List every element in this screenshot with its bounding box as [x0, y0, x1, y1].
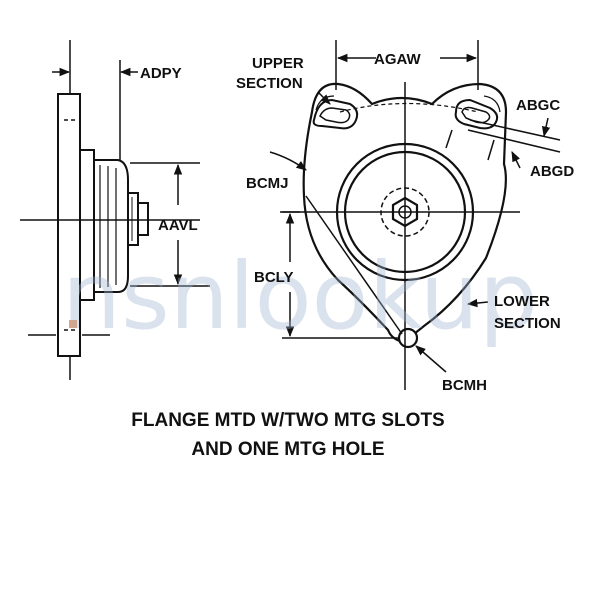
label-agaw: AGAW [374, 51, 422, 68]
label-bcly: BCLY [254, 269, 293, 286]
lower-section-leader [466, 298, 489, 308]
label-bcmh: BCMH [442, 377, 487, 394]
caption-line-2: AND ONE MTG HOLE [191, 439, 384, 460]
abgc-arrow [541, 117, 551, 138]
label-aavl: AAVL [158, 217, 198, 234]
bcmj-diagonal [305, 195, 403, 335]
abgd-arrow [511, 151, 521, 169]
label-adpy: ADPY [140, 65, 182, 82]
side-housing [93, 159, 129, 293]
side-view [57, 93, 149, 357]
side-hub [127, 192, 139, 246]
caption-line-1: FLANGE MTD W/TWO MTG SLOTS [131, 410, 444, 431]
label-bcmj: BCMJ [246, 175, 289, 192]
label-abgd: ABGD [530, 163, 574, 180]
label-abgc: ABGC [516, 97, 560, 114]
watermark: nsnlookup [62, 243, 538, 350]
label-lower-section-2: SECTION [494, 315, 561, 332]
label-lower-section-1: LOWER [494, 293, 550, 310]
bcmj-arc [269, 151, 307, 171]
upper-slot-right [454, 98, 499, 130]
accent-dot [69, 320, 77, 328]
side-nut [137, 202, 149, 236]
upper-section-leader [317, 91, 331, 105]
bcmh-leader [415, 345, 447, 373]
label-upper-section-1: UPPER [252, 55, 304, 72]
upper-slot-left [312, 98, 359, 130]
label-upper-section-2: SECTION [236, 75, 303, 92]
